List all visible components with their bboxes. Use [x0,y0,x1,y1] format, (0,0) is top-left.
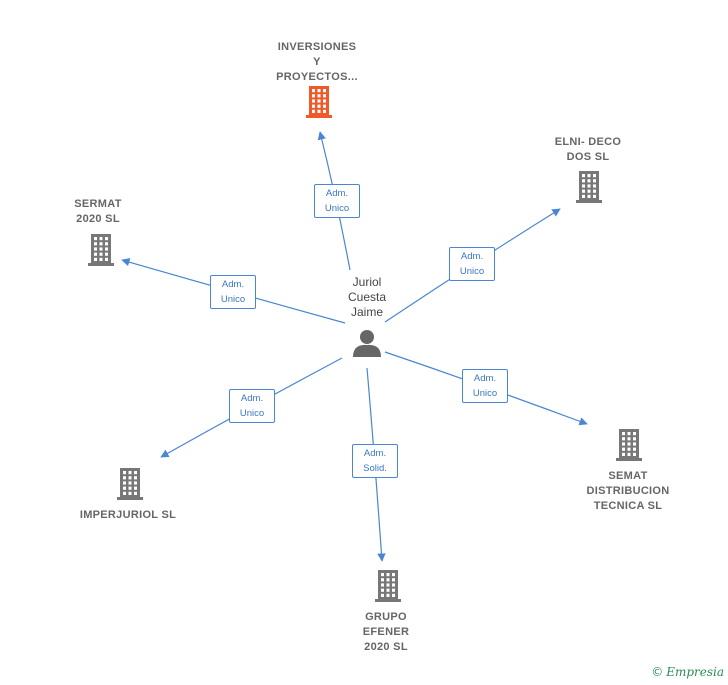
building-icon-elni[interactable] [576,171,602,203]
company-label-semat[interactable]: SEMAT DISTRIBUCION TECNICA SL [586,470,670,512]
company-label-elni[interactable]: ELNI- DECO DOS SL [554,136,622,163]
copyright-symbol: © [651,665,664,679]
edge-label-grupo[interactable]: Adm. Solid. [352,444,398,478]
building-icon-grupo[interactable] [375,570,401,602]
person-label[interactable]: Juriol Cuesta Jaime [347,275,387,319]
edge-label-sermat[interactable]: Adm. Unico [210,275,256,309]
person-icon[interactable] [353,330,381,357]
company-label-imperjuriol[interactable]: IMPERJURIOL SL [79,509,177,521]
edge-label-elni[interactable]: Adm. Unico [449,247,495,281]
building-icon-semat[interactable] [616,429,642,461]
company-label-inversiones[interactable]: INVERSIONES Y PROYECTOS... [276,41,358,83]
watermark: ©Empresia [651,665,724,679]
building-icon-inversiones[interactable] [306,86,332,118]
building-icon-imperjuriol[interactable] [117,468,143,500]
edge-label-imperjuriol[interactable]: Adm. Unico [229,389,275,423]
brand-name: Empresia [666,665,724,679]
company-label-grupo[interactable]: GRUPO EFENER 2020 SL [362,611,410,653]
building-icon-sermat[interactable] [88,234,114,266]
edge-label-inversiones[interactable]: Adm. Unico [314,184,360,218]
company-label-sermat[interactable]: SERMAT 2020 SL [74,198,122,225]
edge-label-semat[interactable]: Adm. Unico [462,369,508,403]
